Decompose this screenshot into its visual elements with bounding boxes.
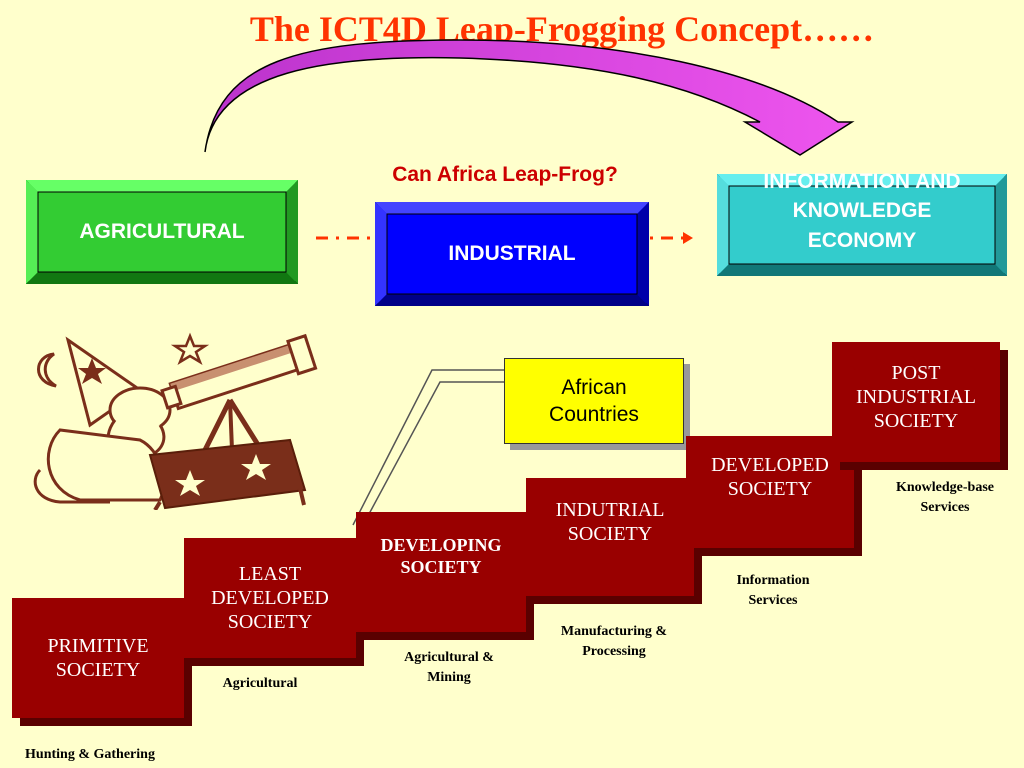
stage-developed: DEVELOPED SOCIETY: [686, 436, 854, 548]
page-title: The ICT4D Leap-Frogging Concept……: [249, 9, 875, 49]
economy-label: Manufacturing & Processing: [560, 624, 668, 660]
economy-label: Agricultural: [222, 676, 298, 691]
economy-label: Knowledge-base Services: [896, 480, 994, 516]
callout-connector: [352, 369, 504, 528]
agricultural-economy-box: AGRICULTURAL: [26, 180, 298, 284]
box-bevel: [26, 180, 298, 284]
industrial-economy-box: INDUSTRIAL: [375, 202, 649, 306]
stage-post-industrial: POST INDUSTRIAL SOCIETY: [832, 342, 1000, 462]
stage-label: INDUTRIAL SOCIETY: [555, 499, 665, 545]
box-bevel: [717, 174, 1007, 276]
stage-label: DEVELOPED SOCIETY: [711, 454, 829, 500]
callout-label: African Countries: [549, 375, 639, 426]
information-label: INFORMATION AND KNOWLEDGE ECONOMY: [763, 169, 961, 252]
stage-label: POST INDUSTRIAL SOCIETY: [856, 362, 976, 432]
stage-label: LEAST DEVELOPED SOCIETY: [211, 563, 329, 633]
dashed-arrow-icon: [650, 232, 693, 244]
economy-label: Agricultural & Mining: [404, 650, 494, 686]
economy-label: Information Services: [736, 573, 810, 609]
stage-developing: DEVELOPING SOCIETY: [356, 512, 526, 632]
stage-label: DEVELOPING SOCIETY: [380, 535, 502, 577]
leap-arc-arrow-icon: [204, 39, 855, 156]
leap-question: Can Africa Leap-Frog?: [392, 163, 618, 186]
information-economy-box: INFORMATION AND KNOWLEDGE ECONOMY: [717, 170, 1007, 276]
economy-label: Hunting & Gathering: [25, 747, 155, 762]
industrial-label: INDUSTRIAL: [448, 242, 576, 265]
stage-primitive: PRIMITIVE SOCIETY: [12, 598, 184, 718]
box-bevel: [375, 202, 649, 306]
stage-label: PRIMITIVE SOCIETY: [47, 635, 149, 681]
astronomer-wizard-illustration-icon: [33, 332, 318, 510]
stage-industrial: INDUTRIAL SOCIETY: [526, 478, 694, 596]
stage-least-developed: LEAST DEVELOPED SOCIETY: [184, 538, 356, 658]
african-countries-callout: African Countries: [504, 358, 684, 444]
agricultural-label: AGRICULTURAL: [79, 220, 245, 243]
